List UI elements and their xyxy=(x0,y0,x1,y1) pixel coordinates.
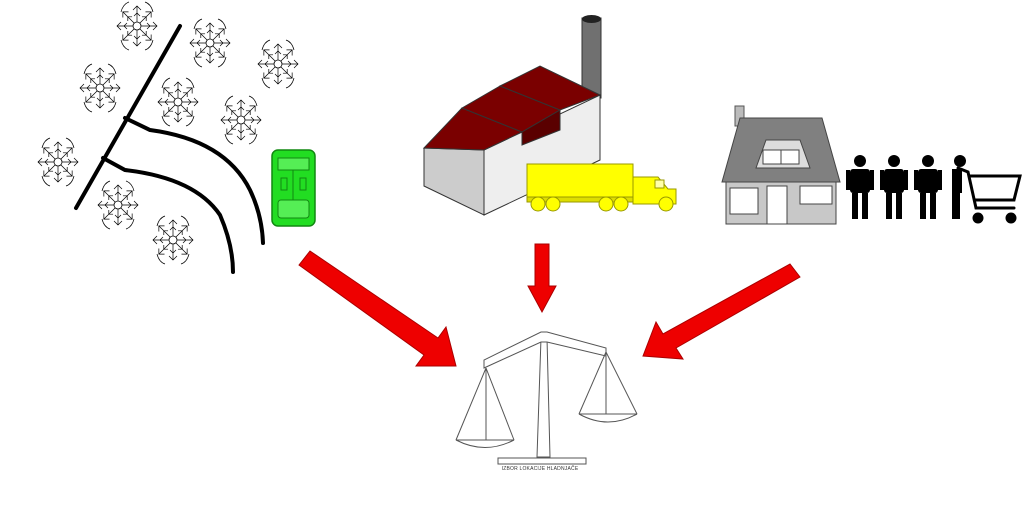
car-icon xyxy=(271,149,316,227)
tree-icon xyxy=(157,77,199,127)
arrow-icon xyxy=(298,250,457,367)
scale-icon xyxy=(455,331,638,465)
scale-caption: IZBOR LOKACIJE HLADNJAČE xyxy=(501,466,579,472)
tree-icon xyxy=(79,63,121,113)
road-icon xyxy=(74,24,265,274)
arrow-icon xyxy=(642,263,801,360)
house-icon xyxy=(721,105,841,225)
arrow-icon xyxy=(527,243,557,314)
tree-icon xyxy=(189,18,231,68)
tree-icon xyxy=(257,39,299,89)
tree-icon xyxy=(152,215,194,265)
tree-icon xyxy=(37,137,79,187)
arrows xyxy=(298,243,801,367)
truck-icon xyxy=(526,163,677,212)
person-icon xyxy=(846,155,874,219)
tree-icon xyxy=(97,180,139,230)
people-group xyxy=(846,155,966,219)
person-icon xyxy=(880,155,908,219)
person-icon xyxy=(914,155,942,219)
person-icon xyxy=(952,155,966,219)
shopping-cart-icon xyxy=(956,166,1022,224)
forest-scene xyxy=(37,1,316,274)
tree-icon xyxy=(220,95,262,145)
tree-icon xyxy=(116,1,158,51)
